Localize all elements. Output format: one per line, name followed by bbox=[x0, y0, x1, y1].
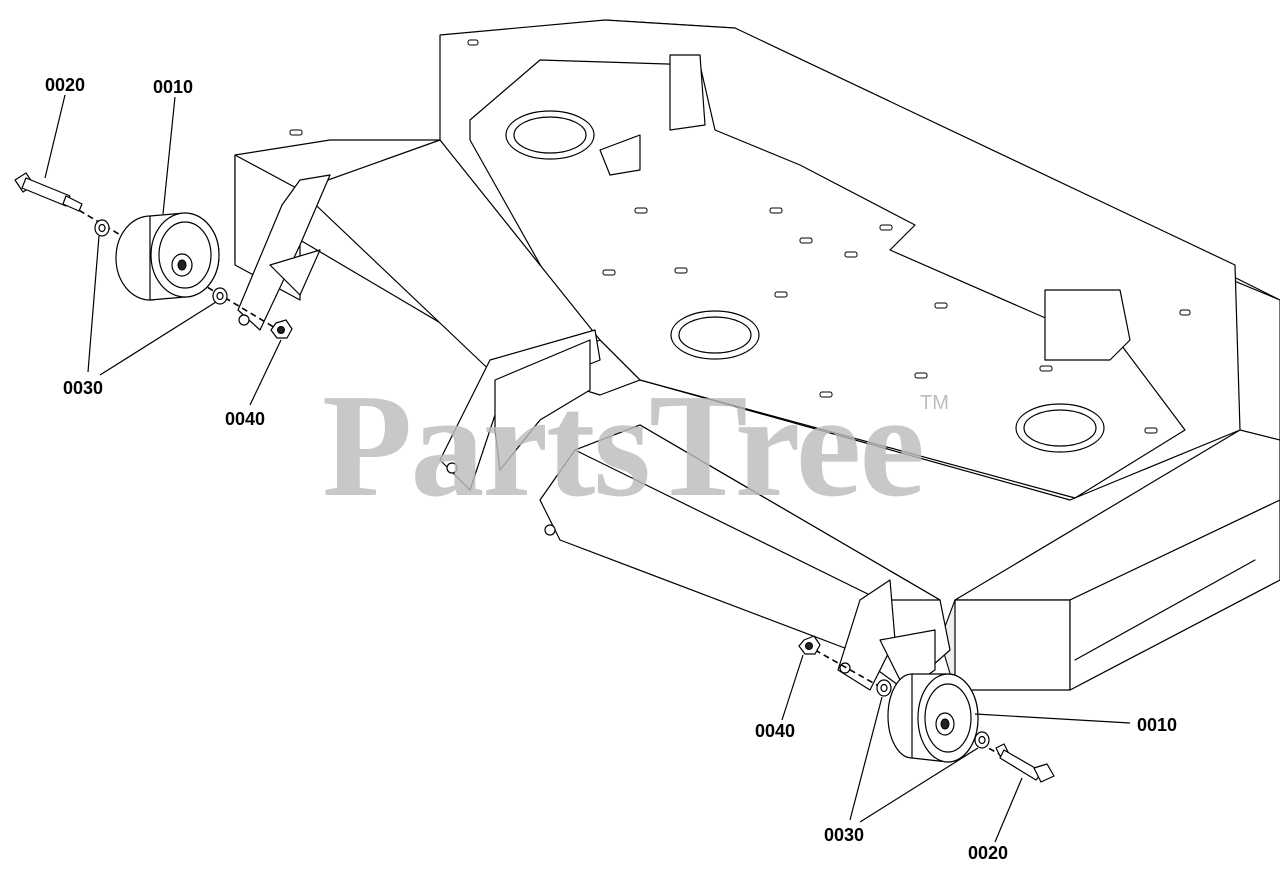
washer-icon bbox=[94, 219, 110, 237]
callout-wheel-left: 0010 bbox=[153, 77, 194, 97]
callout-nut-right: 0040 bbox=[755, 721, 796, 741]
wheel-icon bbox=[115, 212, 220, 301]
callout-wheel-right: 0010 bbox=[1137, 715, 1178, 735]
bolt-icon bbox=[14, 172, 83, 212]
washer-icon bbox=[876, 679, 892, 697]
deck-port bbox=[670, 310, 760, 360]
nut-icon bbox=[798, 635, 821, 655]
mower-deck bbox=[234, 19, 1280, 691]
washer-icon bbox=[212, 287, 228, 305]
leader-lines bbox=[44, 94, 1131, 843]
callout-nut-left: 0040 bbox=[225, 409, 266, 429]
right-wheel-assembly bbox=[798, 635, 1055, 783]
nut-icon bbox=[270, 319, 293, 339]
deck-port bbox=[1015, 403, 1105, 453]
center-bracket bbox=[439, 329, 601, 491]
callout-washer-right: 0030 bbox=[824, 825, 865, 845]
callout-bolt-left: 0020 bbox=[45, 75, 86, 95]
bolt-icon bbox=[995, 743, 1055, 783]
watermark: PartsTree bbox=[322, 364, 925, 528]
left-wheel-bracket bbox=[237, 174, 331, 331]
left-wheel-assembly bbox=[14, 172, 293, 339]
wheel-icon bbox=[887, 673, 979, 763]
trademark-mark: TM bbox=[920, 392, 949, 414]
deck-port bbox=[505, 110, 595, 160]
washer-icon bbox=[974, 731, 990, 749]
callout-bolt-right: 0020 bbox=[968, 843, 1009, 863]
callout-washer-left: 0030 bbox=[63, 378, 104, 398]
